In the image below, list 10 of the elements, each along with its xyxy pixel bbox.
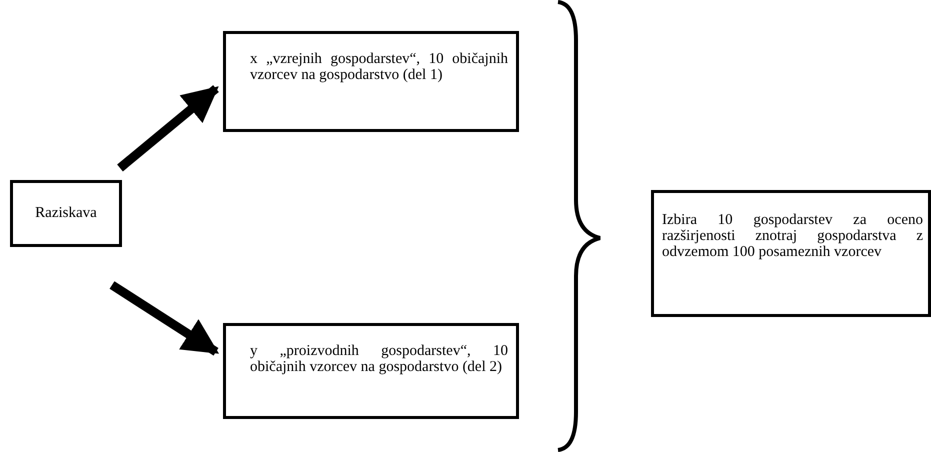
arrow [117, 85, 219, 172]
box-text: x „vzrejnih gospodarstev“, 10 običajnih vzorcev na gospodarstvo (del 1) [250, 52, 508, 84]
text-box [651, 190, 931, 317]
box-text: Raziskava [35, 206, 97, 222]
box-text: Izbira 10 gospodarstev za oceno razširjenosti znotraj gospodarstva z odvzemom 100 posameznih vzorcev [662, 213, 923, 260]
text-box [10, 180, 122, 247]
arrow [110, 281, 220, 356]
text-box [223, 323, 519, 419]
text-box [223, 31, 519, 132]
box-text: y „proizvodnih gospodarstev“, 10 običajnih vzorcev na gospodarstvo (del 2) [250, 344, 508, 376]
